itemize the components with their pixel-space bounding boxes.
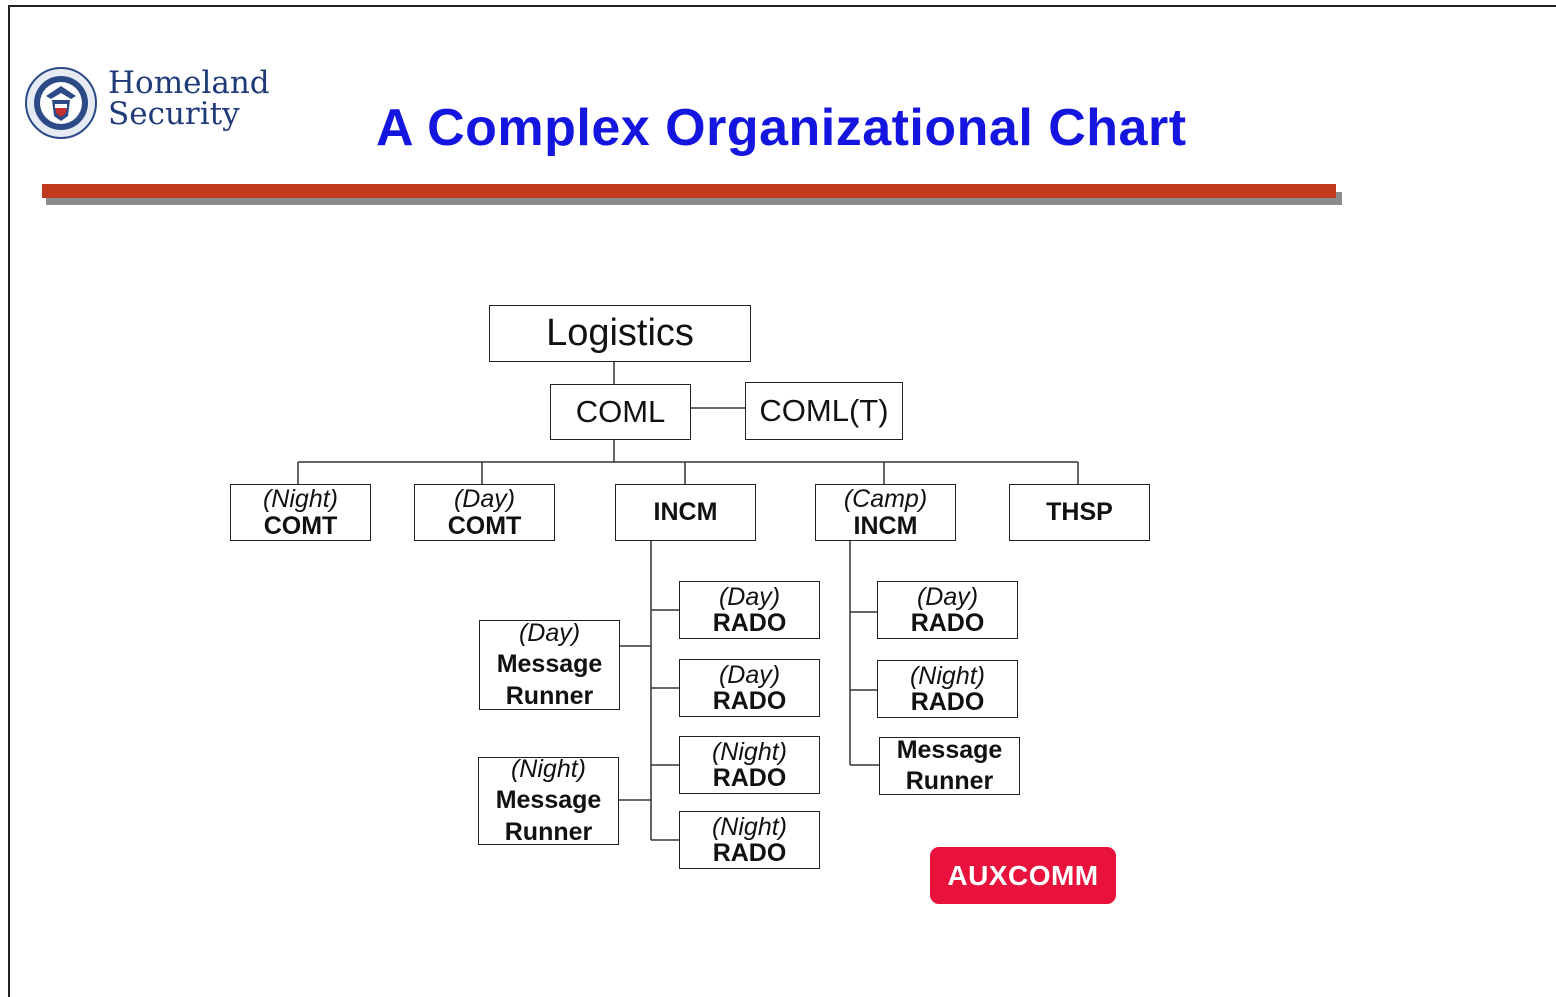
camp-message-runner-box: Message Runner (879, 735, 1020, 795)
rado-role: RADO (712, 839, 787, 867)
night-runner-line1: Message (495, 786, 602, 815)
incm-box: INCM (615, 484, 756, 541)
rado-qualifier: (Night) (711, 812, 787, 841)
page-title: A Complex Organizational Chart (376, 99, 1187, 157)
rado-qualifier: (Day) (718, 582, 781, 611)
logo-line-1: Homeland (108, 65, 270, 101)
rado-qualifier: (Night) (711, 737, 787, 766)
incm-rado-box: (Night) RADO (679, 736, 820, 794)
day-runner-line2: Runner (505, 681, 594, 710)
coml-t-label: COML(T) (759, 392, 889, 428)
rado-qualifier: (Night) (909, 661, 985, 690)
rado-role: RADO (712, 764, 787, 792)
incm-rado-box: (Day) RADO (679, 659, 820, 717)
night-runner-line2: Runner (504, 817, 593, 846)
coml-label: COML (575, 393, 666, 429)
camp-runner-line2: Runner (905, 767, 994, 795)
night-comt-box: (Night) COMT (230, 484, 371, 541)
logistics-label: Logistics (546, 311, 694, 354)
night-comt-role: COMT (263, 511, 338, 540)
rado-qualifier: (Day) (718, 660, 781, 689)
logo-line-2: Security (108, 96, 240, 132)
day-comt-qualifier: (Day) (453, 485, 516, 514)
camp-rado-box: (Day) RADO (877, 581, 1018, 639)
coml-t-box: COML(T) (745, 382, 903, 440)
night-runner-qualifier: (Night) (510, 755, 586, 784)
day-comt-role: COMT (447, 511, 522, 540)
slide-frame (8, 5, 1556, 997)
dhs-seal-logo (24, 66, 98, 145)
incm-rado-box: (Night) RADO (679, 811, 820, 869)
night-comt-qualifier: (Night) (262, 485, 338, 514)
camp-incm-box: (Camp) INCM (815, 484, 956, 541)
coml-box: COML (550, 384, 691, 440)
day-message-runner-box: (Day) Message Runner (479, 619, 620, 710)
rado-role: RADO (910, 688, 985, 716)
day-comt-box: (Day) COMT (414, 484, 555, 541)
camp-runner-line1: Message (896, 735, 1003, 764)
camp-rado-box: (Night) RADO (877, 660, 1018, 718)
thsp-label: THSP (1046, 498, 1113, 527)
title-bar (42, 184, 1336, 198)
thsp-box: THSP (1009, 484, 1150, 541)
day-runner-qualifier: (Day) (518, 619, 581, 648)
camp-incm-role: INCM (853, 511, 918, 540)
logo-wordmark: Homeland Security (108, 68, 270, 130)
logistics-box: Logistics (489, 305, 751, 362)
auxcomm-badge: AUXCOMM (930, 847, 1116, 904)
incm-rado-box: (Day) RADO (679, 581, 820, 639)
rado-role: RADO (910, 609, 985, 637)
night-message-runner-box: (Night) Message Runner (478, 755, 619, 846)
rado-role: RADO (712, 687, 787, 715)
rado-role: RADO (712, 609, 787, 637)
camp-incm-qualifier: (Camp) (843, 485, 928, 514)
incm-label: INCM (653, 498, 718, 527)
rado-qualifier: (Day) (916, 582, 979, 611)
day-runner-line1: Message (496, 650, 603, 679)
